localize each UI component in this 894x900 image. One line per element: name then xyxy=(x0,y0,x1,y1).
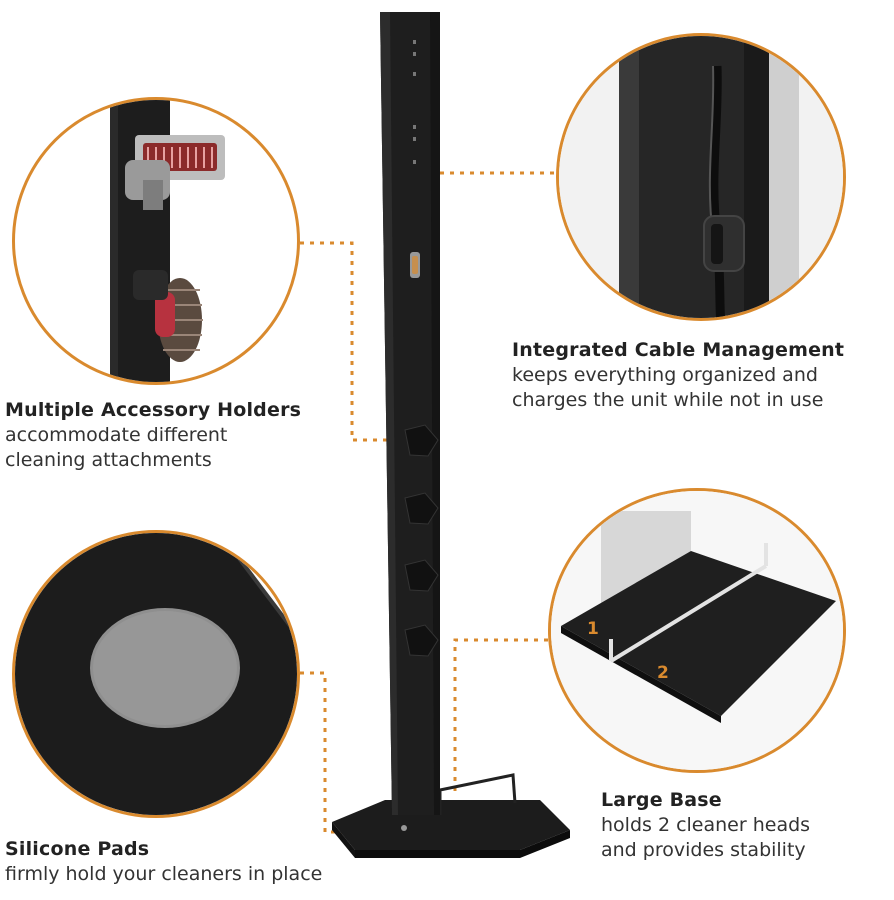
accessory-desc-line2: cleaning attachments xyxy=(5,449,212,471)
pads-closeup-circle xyxy=(12,530,300,818)
base-title: Large Base xyxy=(601,789,722,811)
cable-desc-line1: keeps everything organized and xyxy=(512,364,818,386)
leader-base xyxy=(453,638,548,795)
base-desc-line1: holds 2 cleaner heads xyxy=(601,814,811,836)
cable-desc-line2: charges the unit while not in use xyxy=(512,389,824,411)
cable-feature-text: Integrated Cable Management keeps everyt… xyxy=(512,338,844,413)
leader-accessory xyxy=(300,241,398,442)
stand-pole xyxy=(380,12,440,815)
base-feature-text: Large Base holds 2 cleaner heads and pro… xyxy=(601,788,810,863)
brush-attachment xyxy=(125,135,225,210)
base-marker-2: 2 xyxy=(657,663,669,683)
pads-desc-line1: firmly hold your cleaners in place xyxy=(5,863,323,885)
accessory-desc-line1: accommodate different xyxy=(5,424,228,446)
leader-lines xyxy=(300,171,556,834)
stand-base xyxy=(332,773,570,858)
accessory-closeup-circle xyxy=(12,97,300,385)
pads-title: Silicone Pads xyxy=(5,838,150,860)
base-desc-line2: and provides stability xyxy=(601,839,806,861)
cable-closeup-circle xyxy=(556,33,846,321)
base-marker-1: 1 xyxy=(587,619,599,639)
accessory-feature-text: Multiple Accessory Holders accommodate d… xyxy=(5,398,301,473)
round-brush-attachment xyxy=(133,270,203,362)
accessory-hooks xyxy=(404,424,439,657)
base-closeup-circle: 1 2 xyxy=(548,488,846,773)
leader-pads xyxy=(300,671,395,834)
accessory-title: Multiple Accessory Holders xyxy=(5,399,302,421)
cable-title: Integrated Cable Management xyxy=(512,339,845,361)
pads-feature-text: Silicone Pads firmly hold your cleaners … xyxy=(5,837,322,887)
